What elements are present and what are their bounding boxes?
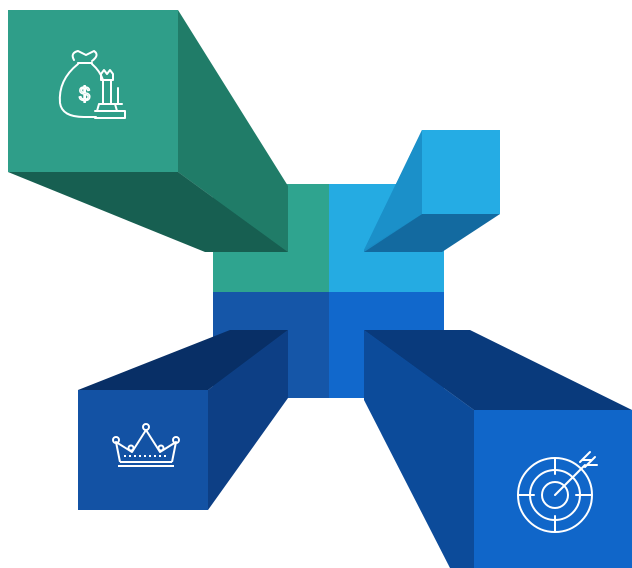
block-top-right bbox=[364, 130, 500, 252]
block-bottom-right-top bbox=[364, 330, 632, 410]
crown-icon bbox=[112, 423, 180, 467]
block-bottom-left-top bbox=[78, 330, 288, 390]
target-arrow-icon bbox=[517, 451, 598, 533]
svg-text:$: $ bbox=[79, 84, 90, 106]
block-top-left: $ bbox=[8, 10, 288, 252]
block-top-left-bottom bbox=[8, 172, 288, 252]
block-top-right-top bbox=[364, 130, 422, 250]
block-top-right-bottom bbox=[364, 214, 500, 252]
block-bottom-right bbox=[364, 330, 632, 568]
block-bottom-right-front bbox=[474, 410, 632, 568]
block-top-right-front bbox=[422, 130, 500, 214]
block-bottom-left-side bbox=[208, 330, 288, 510]
block-bottom-right-side bbox=[364, 330, 474, 568]
block-bottom-left-front bbox=[78, 390, 208, 510]
block-top-left-side bbox=[178, 10, 288, 252]
block-top-left-front bbox=[8, 10, 178, 172]
block-bottom-left bbox=[78, 330, 288, 510]
money-bag-chess-icon: $ bbox=[58, 50, 126, 119]
